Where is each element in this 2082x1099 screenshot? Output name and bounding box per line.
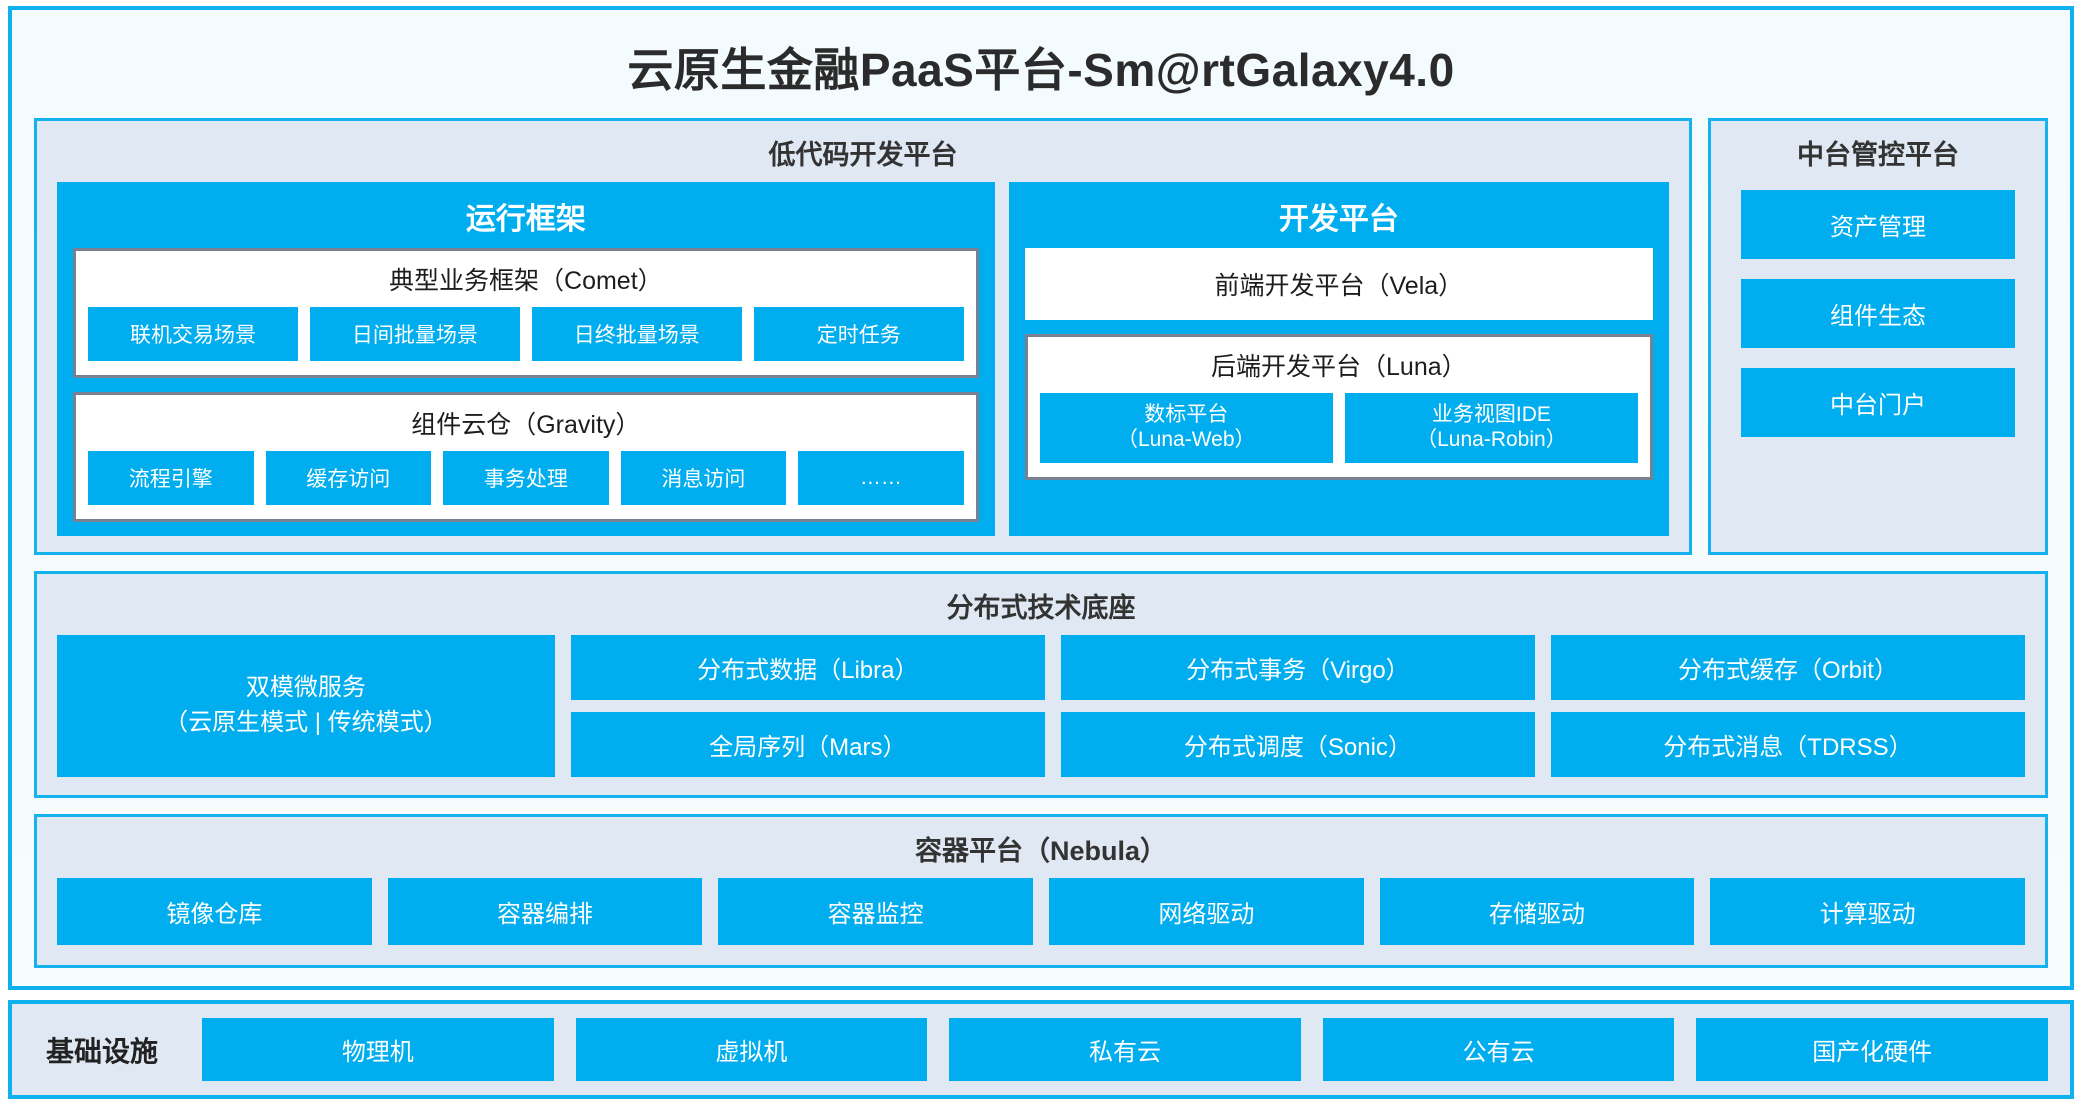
gravity-chip[interactable]: 缓存访问: [265, 451, 432, 505]
dual-mode-microservice-cell[interactable]: 双模微服务 （云原生模式 | 传统模式）: [57, 635, 555, 777]
management-platform-title: 中台管控平台: [1797, 140, 1959, 170]
dev-platform-card: 开发平台 前端开发平台（Vela） 后端开发平台（Luna） 数标平台 （Lun…: [1008, 182, 1669, 536]
container-platform-title: 容器平台（Nebula）: [914, 836, 1168, 866]
gravity-title: 组件云仓（Gravity）: [411, 411, 641, 439]
comet-title: 典型业务框架（Comet）: [389, 267, 663, 295]
lowcode-platform-body: 运行框架 典型业务框架（Comet） 联机交易场景 日间批量场景 日终批量场景 …: [37, 182, 1689, 552]
management-item-list: 资产管理 组件生态 中台门户: [1711, 182, 2045, 534]
vela-frontend-box[interactable]: 前端开发平台（Vela）: [1024, 248, 1653, 320]
dual-mode-line2: （云原生模式 | 传统模式）: [164, 709, 448, 736]
infrastructure-items: 物理机 虚拟机 私有云 公有云 国产化硬件: [202, 1018, 2048, 1081]
top-row: 低代码开发平台 运行框架 典型业务框架（Comet） 联机交易场景 日间批量场景…: [34, 118, 2048, 555]
tech-cell[interactable]: 分布式缓存（Orbit）: [1550, 635, 2026, 700]
tech-column: 分布式缓存（Orbit） 分布式消息（TDRSS）: [1550, 635, 2026, 777]
tech-base-title: 分布式技术底座: [946, 593, 1136, 623]
container-platform-cell[interactable]: 计算驱动: [1710, 878, 2026, 945]
container-platform-cell[interactable]: 网络驱动: [1049, 878, 1364, 945]
dev-platform-title: 开发平台: [1278, 203, 1399, 236]
infrastructure-cell[interactable]: 公有云: [1322, 1018, 1675, 1081]
luna-backend-title: 后端开发平台（Luna）: [1211, 353, 1467, 381]
platform-card: 云原生金融PaaS平台-Sm@rtGalaxy4.0 低代码开发平台 运行框架 …: [8, 6, 2074, 990]
container-platform-cell[interactable]: 容器监控: [718, 878, 1034, 945]
infrastructure-cell[interactable]: 虚拟机: [575, 1018, 928, 1081]
tech-column: 分布式事务（Virgo） 分布式调度（Sonic）: [1060, 635, 1535, 777]
lowcode-platform-panel: 低代码开发平台 运行框架 典型业务框架（Comet） 联机交易场景 日间批量场景…: [34, 118, 1692, 555]
dual-mode-line1: 双模微服务: [245, 674, 366, 702]
management-item[interactable]: 中台门户: [1741, 368, 2015, 437]
tech-cell[interactable]: 分布式事务（Virgo）: [1060, 635, 1535, 700]
gravity-chip-more[interactable]: ……: [798, 451, 964, 505]
infrastructure-label: 基础设施: [46, 1035, 159, 1067]
comet-chip[interactable]: 联机交易场景: [88, 307, 298, 361]
gravity-box: 组件云仓（Gravity） 流程引擎 缓存访问 事务处理 消息访问 ……: [73, 392, 979, 522]
infrastructure-cell[interactable]: 私有云: [949, 1018, 1301, 1081]
management-platform-panel: 中台管控平台 资产管理 组件生态 中台门户: [1708, 118, 2048, 555]
page-title: 云原生金融PaaS平台-Sm@rtGalaxy4.0: [627, 44, 1455, 96]
luna-robin-chip-line2: （Luna-Robin）: [1416, 427, 1567, 451]
luna-backend-box: 后端开发平台（Luna） 数标平台 （Luna-Web） 业务视图IDE （Lu…: [1024, 334, 1653, 480]
comet-box: 典型业务框架（Comet） 联机交易场景 日间批量场景 日终批量场景 定时任务: [73, 248, 979, 378]
gravity-chip[interactable]: 消息访问: [620, 451, 787, 505]
infrastructure-card: 基础设施 物理机 虚拟机 私有云 公有云 国产化硬件: [8, 1000, 2074, 1099]
management-item[interactable]: 组件生态: [1741, 279, 2015, 348]
tech-cell[interactable]: 分布式调度（Sonic）: [1060, 712, 1535, 777]
comet-chip[interactable]: 定时任务: [753, 307, 964, 361]
tech-cell[interactable]: 分布式消息（TDRSS）: [1550, 712, 2026, 777]
container-platform-cell[interactable]: 存储驱动: [1379, 878, 1695, 945]
tech-base-body: 双模微服务 （云原生模式 | 传统模式） 分布式数据（Libra） 全局序列（M…: [37, 635, 2045, 795]
runtime-framework-card: 运行框架 典型业务框架（Comet） 联机交易场景 日间批量场景 日终批量场景 …: [57, 182, 995, 536]
tech-base-panel: 分布式技术底座 双模微服务 （云原生模式 | 传统模式） 分布式数据（Libra…: [34, 571, 2048, 798]
gravity-chip[interactable]: 事务处理: [443, 451, 609, 505]
luna-robin-chip[interactable]: 业务视图IDE （Luna-Robin）: [1344, 393, 1639, 463]
luna-robin-chip-line1: 业务视图IDE: [1431, 403, 1551, 426]
container-platform-body: 镜像仓库 容器编排 容器监控 网络驱动 存储驱动 计算驱动: [37, 878, 2045, 965]
comet-chip-row: 联机交易场景 日间批量场景 日终批量场景 定时任务: [88, 307, 964, 361]
gravity-chip[interactable]: 流程引擎: [88, 451, 254, 505]
container-platform-panel: 容器平台（Nebula） 镜像仓库 容器编排 容器监控 网络驱动 存储驱动 计算…: [34, 814, 2048, 968]
tech-cell[interactable]: 全局序列（Mars）: [570, 712, 1045, 777]
container-platform-cell[interactable]: 容器编排: [387, 878, 703, 945]
diagram-root: 云原生金融PaaS平台-Sm@rtGalaxy4.0 低代码开发平台 运行框架 …: [8, 6, 2074, 1099]
infrastructure-cell[interactable]: 国产化硬件: [1696, 1018, 2048, 1081]
tech-cell[interactable]: 分布式数据（Libra）: [570, 635, 1045, 700]
gravity-chip-row: 流程引擎 缓存访问 事务处理 消息访问 ……: [88, 451, 964, 505]
platform-stack: 低代码开发平台 运行框架 典型业务框架（Comet） 联机交易场景 日间批量场景…: [34, 118, 2048, 968]
container-platform-cell[interactable]: 镜像仓库: [57, 878, 372, 945]
lowcode-platform-title: 低代码开发平台: [768, 140, 958, 170]
runtime-framework-title: 运行框架: [465, 203, 586, 236]
luna-chip-row: 数标平台 （Luna-Web） 业务视图IDE （Luna-Robin）: [1039, 393, 1639, 463]
comet-chip[interactable]: 日间批量场景: [309, 307, 520, 361]
comet-chip[interactable]: 日终批量场景: [531, 307, 742, 361]
luna-web-chip-line2: （Luna-Web）: [1117, 427, 1256, 451]
infrastructure-cell[interactable]: 物理机: [202, 1018, 554, 1081]
management-item[interactable]: 资产管理: [1741, 190, 2015, 259]
luna-web-chip-line1: 数标平台: [1144, 403, 1229, 426]
tech-column: 分布式数据（Libra） 全局序列（Mars）: [570, 635, 1045, 777]
luna-web-chip[interactable]: 数标平台 （Luna-Web）: [1039, 393, 1333, 463]
